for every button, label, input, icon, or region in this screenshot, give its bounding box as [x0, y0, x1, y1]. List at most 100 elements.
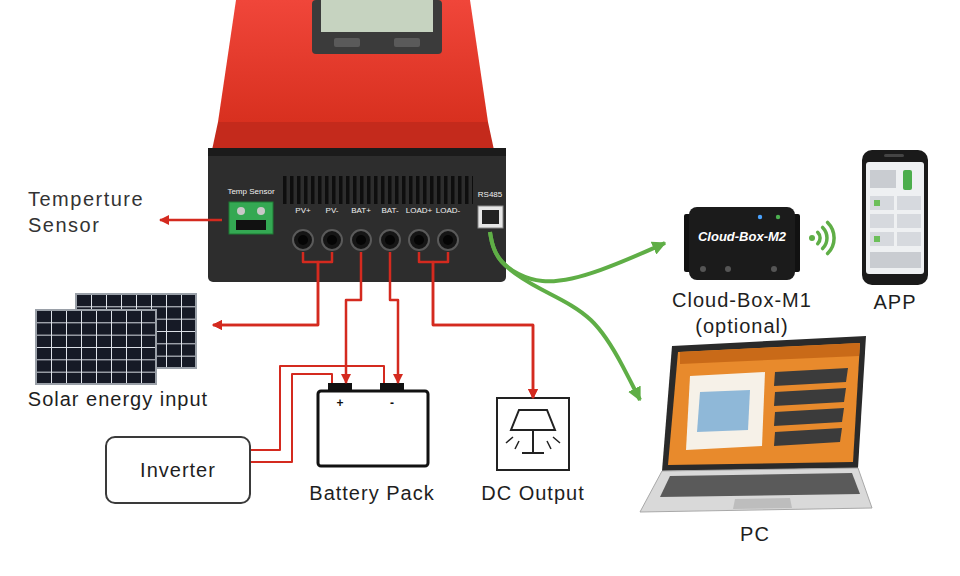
- phone-icon: [897, 232, 921, 246]
- cloud-box-device: [776, 215, 780, 219]
- phone-icon: [862, 150, 928, 285]
- device-label: Cloud-Box-M2: [698, 229, 786, 245]
- port-label: RS485: [478, 190, 502, 200]
- cloud-box-device: [771, 266, 777, 272]
- charge-controller: [356, 235, 366, 245]
- charge-controller: [322, 230, 342, 250]
- cloud-box-device: [689, 207, 795, 280]
- laptop-icon: [774, 408, 844, 426]
- device-caption: Cloud-Box-M1 (optional): [667, 287, 817, 339]
- laptop-icon: [668, 343, 860, 465]
- terminal: BAT-: [378, 206, 402, 252]
- power-wire: [251, 366, 384, 450]
- callout-label: Temperture Sensor: [28, 186, 158, 238]
- charge-controller: [229, 202, 273, 234]
- charge-controller: [218, 0, 488, 122]
- battery-symbol: [318, 391, 428, 466]
- phone-icon: [897, 214, 921, 228]
- charge-controller: [212, 122, 494, 150]
- device-caption: DC Output: [481, 480, 584, 506]
- lamp-icon: [522, 430, 544, 453]
- wifi-symbol: [809, 222, 834, 253]
- charge-controller: [327, 235, 337, 245]
- laptop-icon: [686, 372, 765, 450]
- charge-controller: [394, 38, 420, 47]
- power-wire: [390, 252, 398, 383]
- sensor-leader: [160, 219, 222, 222]
- charge-controller: [334, 38, 360, 47]
- power-wire: [251, 374, 332, 462]
- sensor-leader: [160, 220, 222, 221]
- power-wire: [213, 252, 332, 325]
- phone-icon: [897, 196, 921, 210]
- phone-app: APP: [860, 150, 930, 315]
- laptop-icon: [733, 498, 792, 509]
- lamp-icon: [506, 437, 560, 449]
- phone-icon: [870, 214, 894, 228]
- laptop-icon: [640, 336, 872, 512]
- wifi-symbol: [828, 222, 834, 253]
- polarity-sign: -: [390, 397, 394, 409]
- terminal-label: LOAD-: [436, 206, 460, 216]
- device-caption: Battery Pack: [309, 480, 434, 506]
- terminal: PV-: [320, 206, 344, 252]
- pc-laptop: PC: [640, 335, 870, 547]
- terminal: LOAD+: [404, 206, 435, 252]
- polarity-sign: +: [336, 393, 343, 411]
- laptop-icon: [774, 368, 848, 386]
- callout-label: Temperture Sensor: [28, 186, 158, 238]
- box-label: Inverter: [140, 457, 216, 483]
- terminal: LOAD-: [434, 206, 463, 252]
- lamp-icon: [497, 398, 569, 470]
- charge-controller: [236, 220, 266, 230]
- cloud-box-device: [684, 207, 800, 280]
- power-wire: [346, 252, 361, 383]
- phone-icon: [866, 162, 924, 274]
- charge-controller: [482, 210, 499, 224]
- charge-controller: [208, 148, 506, 282]
- device-caption: APP: [873, 289, 916, 315]
- solar-panel: [36, 294, 196, 384]
- charge-controller: [385, 235, 395, 245]
- terminal-label: PV-: [326, 206, 339, 216]
- phone-icon: [870, 252, 921, 268]
- charge-controller: [443, 235, 453, 245]
- laptop-icon: [774, 428, 842, 446]
- solar-panel: [36, 310, 156, 384]
- charge-controller: [257, 207, 265, 215]
- power-wire: [213, 252, 318, 325]
- phone-icon: [874, 236, 880, 242]
- charge-controller: [414, 235, 424, 245]
- inverter-box: Inverter: [105, 436, 251, 504]
- charge-controller: [321, 0, 433, 32]
- terminal-label: BAT-: [381, 206, 398, 216]
- dc-output: DC Output: [473, 398, 593, 506]
- phone-icon: [874, 200, 880, 206]
- battery-symbol: [318, 383, 428, 466]
- laptop-icon: [662, 336, 866, 471]
- charge-controller: [283, 176, 473, 204]
- solar-input: Solar energy input: [23, 292, 213, 412]
- phone-icon: [903, 170, 912, 190]
- polarity-sign: +: [336, 397, 343, 409]
- charge-controller: [351, 230, 371, 250]
- charge-controller: [438, 230, 458, 250]
- wifi-symbol: [809, 235, 815, 241]
- lamp-icon: [497, 398, 569, 470]
- sensor-terminal: Temp Sensor: [224, 187, 278, 237]
- charge-controller: [478, 206, 503, 228]
- terminal-label: PV+: [295, 206, 310, 216]
- charge-controller: [312, 0, 442, 54]
- terminal-label: Temp Sensor: [227, 187, 274, 197]
- laptop-icon: [640, 468, 872, 512]
- charge-controller: [208, 148, 506, 156]
- laptop-icon: [697, 390, 750, 432]
- phone-icon: [870, 196, 894, 210]
- phone-icon: [884, 154, 904, 157]
- laptop-icon: [680, 343, 860, 364]
- charge-controller: [208, 0, 506, 282]
- phone-icon: [862, 150, 928, 285]
